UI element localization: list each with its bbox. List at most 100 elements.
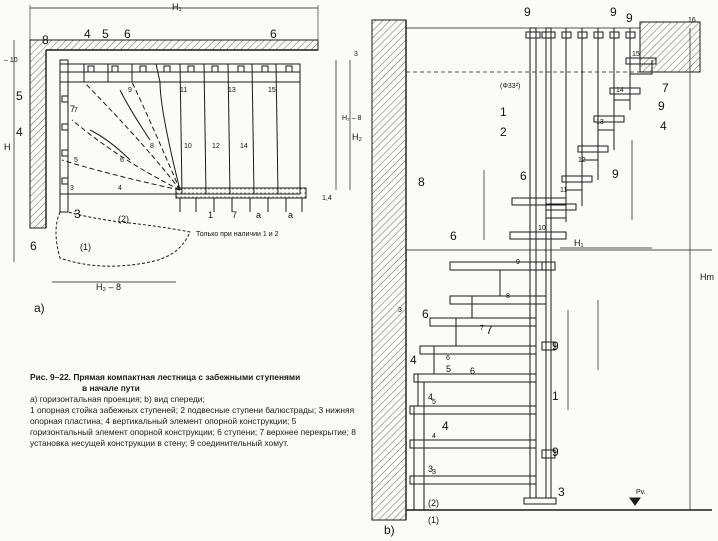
- collars: [525, 31, 636, 459]
- svg-text:11: 11: [180, 87, 187, 94]
- dim-minus10: – 10: [4, 57, 18, 64]
- label-6-bottom: 6: [30, 239, 37, 253]
- svg-text:13: 13: [596, 119, 604, 126]
- svg-text:3: 3: [432, 469, 436, 476]
- svg-text:7: 7: [232, 210, 237, 220]
- svg-text:4: 4: [118, 185, 122, 192]
- label-4-b: 4: [660, 119, 667, 133]
- label-9-top-left: 9: [524, 5, 531, 19]
- lower-treads: [409, 261, 547, 485]
- svg-text:3: 3: [70, 185, 74, 192]
- front-step-numbers: 15 14 13 12 11 10 9 8 7 6 5 4 3: [432, 51, 640, 476]
- dim-3-b: 3: [398, 307, 402, 314]
- caption-legend: 1 опорная стойка забежных ступеней; 2 по…: [30, 405, 356, 448]
- label-6-b3: 6: [422, 307, 429, 321]
- label-2-b-bottom: (2): [428, 498, 439, 508]
- svg-text:5: 5: [432, 399, 436, 406]
- svg-text:10: 10: [538, 225, 546, 232]
- dim-h2: H₂: [352, 132, 362, 142]
- label-9-mid: 9: [612, 167, 619, 181]
- label-9-bottom: 9: [552, 445, 559, 459]
- svg-text:13: 13: [228, 87, 236, 94]
- plan-wall: [29, 39, 319, 229]
- label-3: 3: [74, 207, 81, 221]
- dim-hm: Hm: [700, 272, 714, 282]
- label-9-right: 9: [658, 99, 665, 113]
- label-9-top-right: 9: [610, 5, 617, 19]
- label-4-left: 4: [16, 125, 23, 139]
- svg-text:8: 8: [150, 143, 154, 150]
- svg-text:15: 15: [632, 51, 640, 58]
- dim-14: 1,4: [322, 195, 332, 202]
- upper-treads: [509, 57, 657, 240]
- svg-text:11: 11: [560, 187, 567, 194]
- svg-text:14: 14: [240, 143, 248, 150]
- label-7: 7: [70, 104, 75, 114]
- dim-h: H: [4, 142, 11, 152]
- svg-text:12: 12: [212, 143, 220, 150]
- svg-text:15: 15: [268, 87, 276, 94]
- label-6-b: 6: [520, 169, 527, 183]
- svg-text:9: 9: [516, 259, 520, 266]
- label-1-b2: 1: [552, 389, 559, 403]
- svg-text:12: 12: [578, 157, 586, 164]
- label-9-lower: 9: [552, 339, 559, 353]
- label-2-b: 2: [500, 125, 507, 139]
- caption-title-2: в начале пути: [82, 383, 140, 393]
- label-2: (2): [118, 214, 129, 224]
- svg-text:a: a: [288, 210, 293, 220]
- label-6: 6: [124, 27, 131, 41]
- dim-16: 16: [688, 17, 696, 24]
- label-5-left: 5: [16, 89, 23, 103]
- svg-text:9: 9: [128, 87, 132, 94]
- label-5-b2: 4: [428, 392, 433, 402]
- label-1: (1): [80, 242, 91, 252]
- label-5-b: 5: [446, 364, 451, 374]
- suspension-rods: [529, 27, 631, 499]
- plan-step-numbers: 9 11 13 15 8 10 12 14 7 6 5 4 3: [70, 87, 276, 192]
- svg-text:7: 7: [480, 325, 484, 332]
- label-8-b: 8: [418, 175, 425, 189]
- plan-bottom-numbers: 1 7 a a: [208, 210, 293, 220]
- figure-caption: Рис. 9–22. Прямая компактная лестница с …: [30, 372, 360, 449]
- svg-text:14: 14: [616, 87, 624, 94]
- label-4-b3: 4: [442, 419, 449, 433]
- dim-phi: (Φ33²): [500, 83, 520, 90]
- dim-h2-8-right: H₂ – 8: [342, 115, 362, 122]
- dim-h1-b: H₁: [574, 238, 584, 248]
- dim-3: 3: [354, 51, 358, 58]
- dim-h2-8: H₂ – 8: [96, 282, 121, 292]
- svg-text:4: 4: [432, 433, 436, 440]
- caption-line1b: b) вид спереди;: [144, 394, 205, 404]
- label-6-b2: 6: [450, 229, 457, 243]
- note-only-with-1-2: Только при наличии 1 и 2: [196, 231, 279, 238]
- label-7-b2: 7: [486, 323, 493, 337]
- svg-text:7: 7: [74, 107, 78, 114]
- caption-title: Рис. 9–22. Прямая компактная лестница с …: [30, 372, 301, 382]
- label-1-b-bottom: (1): [428, 515, 439, 525]
- caption-line1a: а) горизонтальная проекция;: [30, 394, 145, 404]
- plan-view: [13, 5, 351, 283]
- dim-h1: H₁: [172, 2, 182, 12]
- svg-text:8: 8: [506, 293, 510, 300]
- svg-text:a: a: [256, 210, 261, 220]
- svg-text:6: 6: [446, 355, 450, 362]
- svg-text:6: 6: [120, 157, 124, 164]
- front-view: [371, 19, 712, 521]
- svg-text:1: 1: [208, 210, 213, 220]
- baluster-posts: [87, 65, 293, 73]
- label-6-b4: 6: [470, 366, 475, 376]
- figure-a-label: a): [34, 301, 45, 315]
- label-7-b: 7: [662, 81, 669, 95]
- label-8: 8: [42, 33, 49, 47]
- label-4: 4: [84, 27, 91, 41]
- hanger-row: [175, 187, 307, 212]
- label-3-b2: 3: [428, 464, 433, 474]
- label-5: 5: [102, 27, 109, 41]
- figure-b-label: b): [384, 523, 395, 537]
- svg-text:10: 10: [184, 143, 192, 150]
- svg-text:5: 5: [74, 157, 78, 164]
- dim-pv: Pv.: [636, 489, 646, 496]
- label-3-b: 3: [558, 485, 565, 499]
